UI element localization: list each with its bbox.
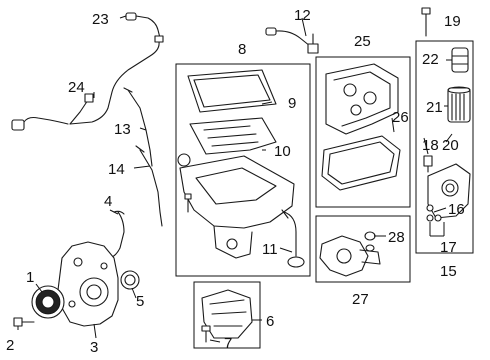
callout-2: 2: [6, 337, 14, 354]
part-18-sensor: [423, 155, 433, 173]
part-oil-pan: [177, 153, 295, 259]
callout-18: 18: [422, 137, 439, 154]
part-25-valve-cover: [325, 63, 399, 135]
part-21-filter-element: [447, 86, 471, 123]
callout-8: 8: [238, 41, 246, 58]
callout-20: 20: [442, 137, 459, 154]
part-1-crank-pulley: [31, 285, 65, 319]
part-7-bolt: [201, 325, 211, 343]
part-4-gasket: [109, 210, 125, 259]
callout-1: 1: [26, 269, 34, 286]
callout-7: 7: [224, 335, 232, 352]
callout-12: 12: [294, 7, 311, 24]
callout-28: 28: [388, 229, 405, 246]
callout-9: 9: [288, 95, 296, 112]
part-14-dipstick: [135, 145, 163, 227]
part-9-pan-gasket: [187, 69, 277, 113]
callout-5: 5: [136, 293, 144, 310]
callout-10: 10: [274, 143, 291, 160]
part-16-seals: [426, 204, 442, 222]
callout-16: 16: [448, 201, 465, 218]
callout-13: 13: [114, 121, 131, 138]
part-12-breather-hose: [265, 27, 319, 54]
part-27-water-outlet: [319, 235, 381, 277]
callout-4: 4: [104, 193, 112, 210]
callout-6: 6: [266, 313, 274, 330]
callout-15: 15: [440, 263, 457, 280]
callout-26: 26: [392, 109, 409, 126]
part-28-seal-ring: [364, 231, 376, 252]
callout-3: 3: [90, 339, 98, 356]
part-22-filter-cap: [451, 47, 469, 73]
callout-21: 21: [426, 99, 443, 116]
part-23-sensor-harness: [69, 12, 164, 125]
part-3-timing-cover: [57, 241, 119, 327]
leader-lines: [17, 15, 453, 343]
callout-14: 14: [108, 161, 125, 178]
callout-25: 25: [354, 33, 371, 50]
part-2-pulley-bolt: [13, 317, 35, 327]
callout-27: 27: [352, 291, 369, 308]
part-6-oil-pan-plate: [201, 289, 253, 339]
group-box-oil-pan-baffle: [193, 281, 261, 349]
oil-pan-bolt: [184, 193, 192, 213]
callout-11: 11: [262, 241, 278, 258]
part-11-oil-pickup: [281, 209, 305, 268]
part-5-seal: [120, 270, 140, 290]
callout-23: 23: [92, 11, 109, 28]
part-19-bolt: [421, 7, 431, 37]
callout-24: 24: [68, 79, 85, 96]
callout-19: 19: [444, 13, 461, 30]
callout-17: 17: [440, 239, 457, 256]
part-24-wire-harness: [11, 93, 94, 131]
group-box-valve-cover: [315, 56, 411, 208]
group-box-oil-filter: [415, 40, 474, 254]
part-10-windage-baffle: [189, 117, 277, 155]
callout-22: 22: [422, 51, 439, 68]
group-box-oil-pan: [175, 63, 311, 277]
part-26-cover-gasket: [321, 135, 401, 191]
group-box-water-outlet: [315, 215, 411, 283]
